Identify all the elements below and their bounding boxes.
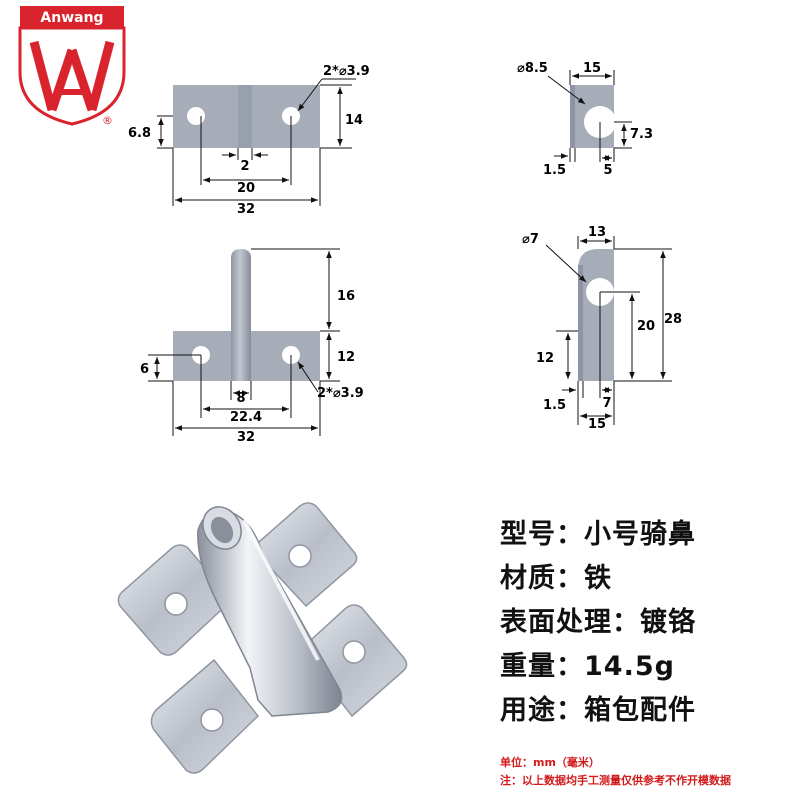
spec-finish-sep: ：: [612, 607, 640, 638]
dim-hole-spacing: 20: [237, 181, 255, 196]
dim-holes: 2*⌀3.9: [317, 386, 364, 401]
dim-width: 15: [583, 61, 601, 76]
dim-post-width: 8: [236, 391, 245, 406]
registered-mark: ®: [102, 114, 113, 127]
dim-hole-spacing: 22.4: [230, 410, 262, 425]
spec-finish-value: 镀铬: [640, 607, 696, 638]
brand-name: Anwang: [40, 10, 103, 26]
drawing-top-view: 32 20 2 14 6.8 2*⌀3.9: [128, 64, 370, 217]
spec-model-sep: ：: [556, 519, 584, 550]
spec-model: 型号：小号骑鼻: [500, 512, 696, 551]
dim-center-height: 7.3: [630, 127, 653, 142]
dim-height-right: 14: [345, 113, 363, 128]
dim-hole: ⌀7: [522, 232, 539, 247]
dim-top-width: 13: [588, 225, 606, 240]
dim-hole-height: 6: [140, 362, 149, 377]
dim-total-height: 28: [664, 312, 682, 327]
spec-model-value: 小号骑鼻: [584, 519, 696, 550]
spec-usage-label: 用途: [500, 695, 556, 726]
dim-height-left: 6.8: [128, 126, 151, 141]
spec-finish: 表面处理：镀铬: [500, 600, 696, 639]
dim-offset: 5: [603, 163, 612, 178]
drawing-front-view: 16 12 6 8 22.4 32 2*⌀3.9: [140, 248, 364, 445]
spec-model-label: 型号: [500, 519, 556, 550]
unit-note: 单位：mm（毫米）: [500, 756, 600, 769]
dim-hole-height: 20: [637, 319, 655, 334]
dim-width: 15: [588, 417, 606, 432]
spec-finish-label: 表面处理: [500, 607, 612, 638]
spec-material: 材质：铁: [500, 556, 612, 595]
spec-usage-sep: ：: [556, 695, 584, 726]
dim-hole: ⌀8.5: [517, 61, 548, 76]
disclaimer-note: 注：以上数据均手工测量仅供参考不作开模数据: [500, 774, 731, 787]
spec-usage: 用途：箱包配件: [500, 688, 696, 727]
dim-width: 32: [237, 430, 255, 445]
spec-material-sep: ：: [556, 563, 584, 594]
spec-material-value: 铁: [584, 563, 612, 594]
drawing-side-view-large: ⌀7 13 28 20 12 1.5 7 15: [522, 225, 682, 432]
spec-weight-sep: ：: [556, 651, 584, 682]
spec-weight: 重量：14.5g: [500, 644, 675, 683]
brand-logo: Anwang ®: [18, 6, 126, 127]
product-photo: [117, 502, 408, 774]
dim-thickness: 1.5: [543, 398, 566, 413]
dim-gap: 2: [240, 159, 249, 174]
dim-width: 32: [237, 202, 255, 217]
drawing-side-view-small: ⌀8.5 15 7.3 1.5 5: [517, 61, 653, 178]
dim-thickness: 1.5: [543, 163, 566, 178]
spec-weight-value: 14.5g: [584, 651, 675, 682]
spec-usage-value: 箱包配件: [584, 695, 696, 726]
dim-tab-height: 12: [536, 351, 554, 366]
spec-weight-label: 重量: [500, 651, 556, 682]
dim-holes: 2*⌀3.9: [323, 64, 370, 79]
dim-offset: 7: [602, 396, 611, 411]
spec-material-label: 材质: [500, 563, 556, 594]
dim-plate-height: 12: [337, 350, 355, 365]
dim-post-height: 16: [337, 289, 355, 304]
